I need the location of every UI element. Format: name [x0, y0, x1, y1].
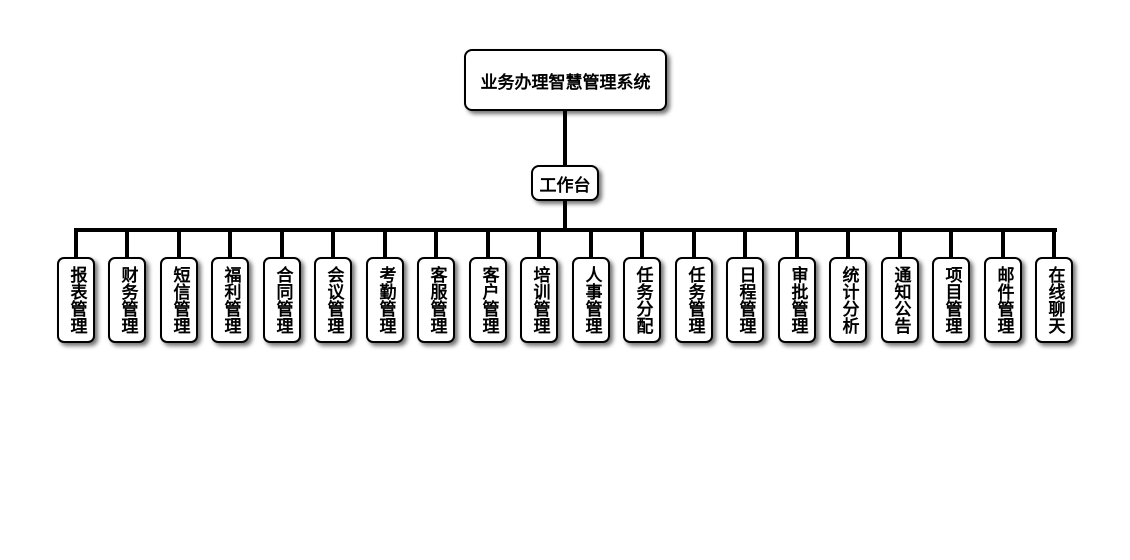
horizontal-bus-line	[74, 228, 1057, 232]
module-label: 短信管理	[169, 266, 190, 334]
module-label: 人事管理	[581, 266, 602, 334]
workbench-node-label: 工作台	[539, 175, 591, 196]
module-label: 邮件管理	[993, 266, 1014, 334]
module-drop-line	[74, 228, 78, 257]
module-drop-line	[228, 228, 232, 257]
module-label: 日程管理	[735, 266, 756, 334]
module-label: 考勤管理	[375, 266, 396, 334]
module-label: 通知公告	[890, 266, 911, 334]
module-node: 短信管理	[160, 257, 198, 343]
module-label: 报表管理	[66, 266, 87, 334]
module-label: 在线聊天	[1044, 266, 1065, 334]
module-node: 培训管理	[520, 257, 558, 343]
module-drop-line	[898, 228, 902, 257]
module-node: 人事管理	[572, 257, 610, 343]
module-node: 项目管理	[932, 257, 970, 343]
module-node: 客服管理	[417, 257, 455, 343]
module-label: 财务管理	[117, 266, 138, 334]
module-drop-line	[692, 228, 696, 257]
workbench-node-box: 工作台	[531, 165, 599, 201]
module-node: 考勤管理	[366, 257, 404, 343]
module-label: 统计分析	[838, 266, 859, 334]
module-node: 财务管理	[108, 257, 146, 343]
module-node: 统计分析	[829, 257, 867, 343]
root-to-hub-connector	[563, 111, 567, 165]
module-node: 合同管理	[263, 257, 301, 343]
module-label: 培训管理	[529, 266, 550, 334]
module-drop-line	[280, 228, 284, 257]
module-drop-line	[1001, 228, 1005, 257]
module-node: 在线聊天	[1035, 257, 1073, 343]
module-drop-line	[486, 228, 490, 257]
module-drop-line	[795, 228, 799, 257]
module-label: 会议管理	[323, 266, 344, 334]
module-label: 审批管理	[787, 266, 808, 334]
module-drop-line	[125, 228, 129, 257]
module-drop-line	[383, 228, 387, 257]
module-node: 通知公告	[881, 257, 919, 343]
module-node: 报表管理	[57, 257, 95, 343]
module-label: 任务分配	[632, 266, 653, 334]
module-drop-line	[589, 228, 593, 257]
module-drop-line	[949, 228, 953, 257]
module-node: 会议管理	[314, 257, 352, 343]
module-drop-line	[434, 228, 438, 257]
root-node-box: 业务办理智慧管理系统	[464, 49, 667, 111]
module-node: 任务分配	[623, 257, 661, 343]
module-drop-line	[1052, 228, 1056, 257]
module-drop-line	[177, 228, 181, 257]
hub-to-bus-connector	[563, 201, 567, 229]
module-label: 客户管理	[478, 266, 499, 334]
root-node-label: 业务办理智慧管理系统	[480, 72, 651, 93]
module-drop-line	[743, 228, 747, 257]
module-label: 项目管理	[941, 266, 962, 334]
module-node: 邮件管理	[984, 257, 1022, 343]
module-drop-line	[846, 228, 850, 257]
module-label: 福利管理	[220, 266, 241, 334]
module-node: 审批管理	[778, 257, 816, 343]
module-node: 客户管理	[469, 257, 507, 343]
module-label: 任务管理	[684, 266, 705, 334]
module-node: 福利管理	[211, 257, 249, 343]
module-node: 日程管理	[726, 257, 764, 343]
module-node: 任务管理	[675, 257, 713, 343]
module-drop-line	[537, 228, 541, 257]
module-drop-line	[640, 228, 644, 257]
module-drop-line	[331, 228, 335, 257]
module-label: 合同管理	[272, 266, 293, 334]
module-label: 客服管理	[426, 266, 447, 334]
